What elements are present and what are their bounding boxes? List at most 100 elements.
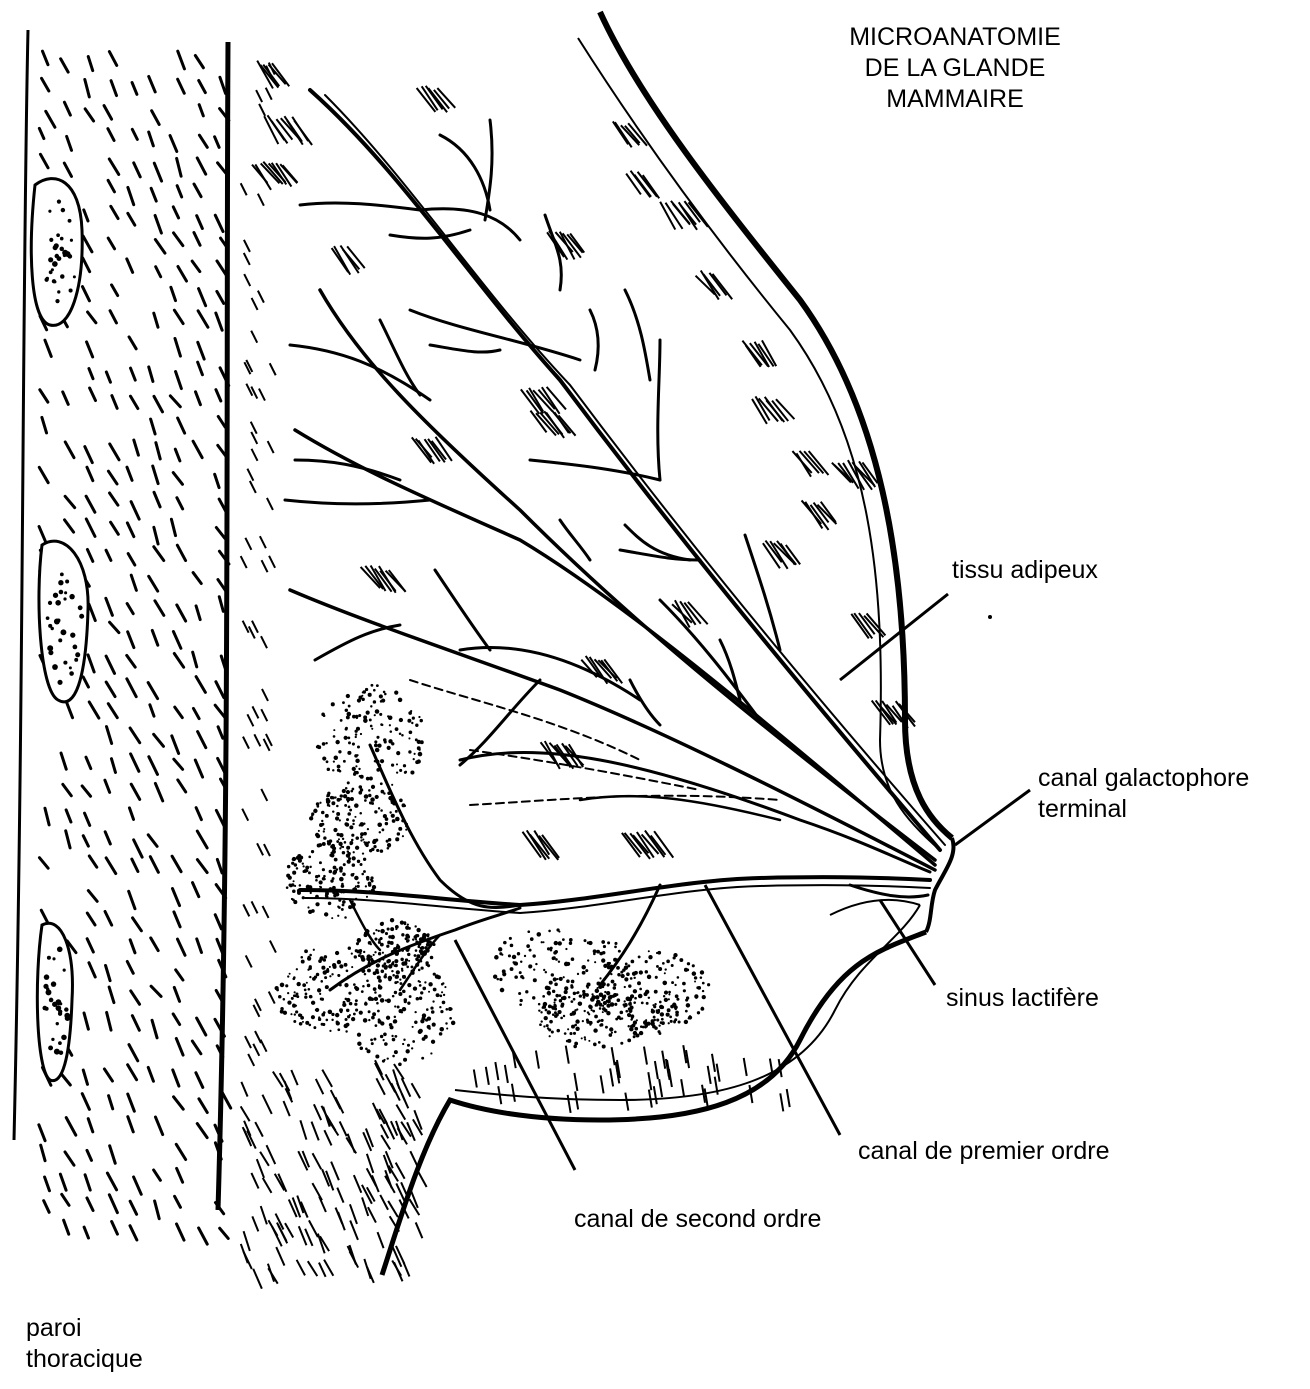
acinus-dot — [304, 949, 308, 953]
muscle-fiber-stroke — [218, 727, 223, 738]
acinus-dot — [440, 1010, 443, 1013]
acinus-dot — [342, 701, 345, 704]
label-canal-galactophore-line2: terminal — [1038, 794, 1249, 825]
acinus-dot — [374, 991, 377, 994]
acinus-dot — [707, 983, 710, 986]
muscle-fiber-stroke — [128, 1117, 133, 1132]
acinus-dot — [614, 942, 617, 945]
acinus-dot — [342, 900, 346, 904]
acinus-dot — [392, 1038, 396, 1042]
muscle-fiber-stroke — [150, 705, 154, 716]
acinus-dot — [545, 971, 547, 973]
muscle-fiber-stroke — [111, 81, 116, 96]
subcutaneous-fat-stroke — [243, 737, 249, 749]
lower-fat-stroke — [568, 1095, 571, 1113]
fat-hatch-stroke — [626, 174, 641, 195]
acinus-dot — [324, 912, 328, 916]
acinus-dot — [539, 1023, 542, 1026]
rib-stipple-dot — [69, 671, 74, 676]
acinus-dot — [323, 959, 326, 962]
acinus-dot — [685, 1010, 688, 1013]
acinus-dot — [424, 946, 427, 949]
acinus-dot — [382, 952, 384, 954]
acinus-dot — [394, 691, 398, 695]
muscle-fiber-stroke — [129, 808, 133, 820]
acinus-dot — [346, 694, 350, 698]
acinus-dot — [353, 773, 356, 776]
acinus-dot — [332, 886, 336, 890]
acinus-dot — [378, 952, 381, 955]
acinus-dot — [406, 1049, 410, 1053]
acinus-dot — [311, 1015, 315, 1019]
acinus-dot — [352, 888, 354, 890]
rib-cross-section-2 — [39, 541, 88, 702]
muscle-fiber-stroke — [151, 986, 161, 996]
acinus-dot — [669, 1016, 672, 1019]
acinus-dot — [297, 982, 301, 986]
acinus-dot — [602, 1005, 604, 1007]
acinus-dot — [322, 1023, 325, 1026]
muscle-fiber-stroke — [148, 683, 157, 699]
acinus-dot — [574, 1024, 577, 1027]
acinus-dot — [412, 1026, 414, 1028]
label-canal-premier-ordre: canal de premier ordre — [858, 1136, 1110, 1167]
acinus-dot — [651, 1009, 654, 1012]
acinus-dot — [420, 991, 423, 994]
lower-fat-stroke — [322, 1070, 332, 1087]
muscle-fiber-stroke — [84, 1013, 88, 1029]
lower-fat-stroke — [253, 1269, 262, 1289]
lower-fat-stroke — [263, 1178, 272, 1193]
acinus-dot — [439, 995, 442, 998]
muscle-fiber-stroke — [67, 136, 72, 150]
subcutaneous-fat-stroke — [254, 734, 260, 746]
acinus-dot — [638, 955, 641, 958]
acinus-dot — [393, 1020, 397, 1024]
muscle-fiber-stroke — [106, 550, 111, 560]
acinus-dot — [525, 990, 528, 993]
acinus-dot — [666, 1013, 670, 1017]
acinus-dot — [620, 974, 624, 978]
muscle-fiber-stroke — [89, 604, 95, 620]
acinus-dot — [360, 839, 362, 841]
muscle-fiber-stroke — [177, 186, 182, 197]
acinus-dot — [543, 1025, 545, 1027]
lower-fat-stroke — [324, 1130, 331, 1145]
acinus-dot — [307, 906, 309, 908]
subcutaneous-fat-stroke — [269, 556, 275, 568]
muscle-fiber-stroke — [220, 77, 226, 93]
lower-fat-stroke — [368, 1207, 376, 1222]
acinus-dot — [602, 1045, 606, 1049]
acinus-dot — [395, 928, 397, 930]
acinus-dot — [389, 1023, 393, 1027]
muscle-fiber-stroke — [42, 51, 47, 65]
rib-stipple-dot — [68, 219, 72, 223]
acinus-dot — [403, 998, 407, 1002]
rib-stipple-dot — [54, 243, 59, 248]
muscle-fiber-stroke — [172, 889, 179, 906]
acinus-dot — [403, 1039, 405, 1041]
acinus-dot — [388, 838, 391, 841]
acinus-dot — [395, 817, 400, 822]
rib-stipple-dot — [62, 250, 68, 256]
acinus-dot — [382, 959, 384, 961]
acinus-dot — [391, 950, 395, 954]
acinus-dot — [627, 1013, 631, 1017]
acinus-dot — [599, 1004, 602, 1007]
acinus-dot — [370, 997, 374, 1001]
acinus-dot — [321, 966, 325, 970]
acinus-dot — [368, 961, 371, 964]
acinus-dot — [596, 1000, 601, 1005]
acinus-dot — [311, 850, 314, 853]
acinus-dot — [344, 983, 348, 987]
muscle-fiber-stroke — [156, 267, 161, 277]
acinus-dot — [313, 949, 315, 951]
muscle-fiber-stroke — [154, 547, 164, 561]
rib-stipple-dot — [61, 208, 65, 212]
acinus-dot — [620, 1042, 623, 1045]
muscle-fiber-stroke — [217, 859, 222, 873]
muscle-fiber-stroke — [106, 965, 111, 980]
muscle-fiber-stroke — [133, 918, 142, 931]
acinus-dot — [402, 835, 404, 837]
acinus-dot — [323, 830, 325, 832]
acinus-dot — [654, 1019, 656, 1021]
